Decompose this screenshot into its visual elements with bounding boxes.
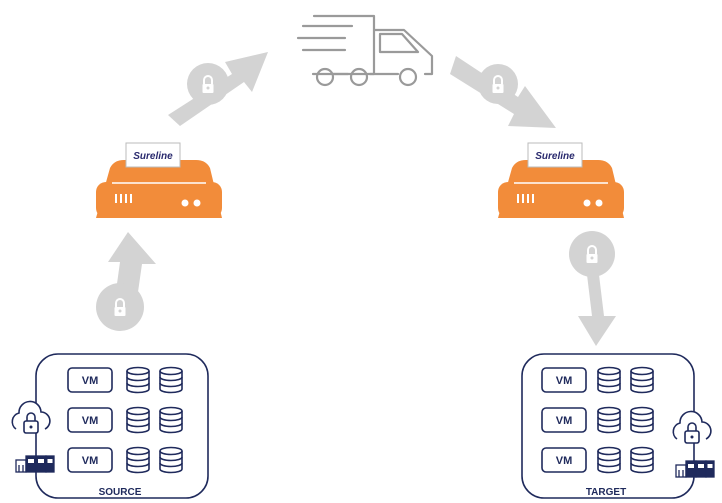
target-appliance-brand: Sureline bbox=[535, 151, 575, 162]
source-vm-3: VM bbox=[67, 447, 113, 473]
svg-text:VM: VM bbox=[556, 375, 573, 387]
arrow-to-source-appliance bbox=[96, 232, 156, 331]
svg-text:VM: VM bbox=[82, 375, 99, 387]
source-site: VM VM VM SOURCE bbox=[11, 353, 209, 499]
target-site: VM VM VM TARGET bbox=[521, 353, 715, 499]
svg-text:VM: VM bbox=[82, 455, 99, 467]
svg-text:VM: VM bbox=[82, 415, 99, 427]
arrow-from-truck bbox=[450, 56, 556, 128]
cloud-lock-icon bbox=[672, 410, 712, 444]
factory-icon bbox=[15, 455, 55, 473]
target-vm-3: VM bbox=[541, 447, 587, 473]
target-vm-1: VM bbox=[541, 367, 587, 393]
source-vm-2: VM bbox=[67, 407, 113, 433]
target-vm-2: VM bbox=[541, 407, 587, 433]
source-label: SOURCE bbox=[99, 487, 142, 498]
truck-icon bbox=[296, 14, 434, 87]
source-appliance: Sureline bbox=[96, 142, 222, 218]
cloud-lock-icon bbox=[11, 400, 51, 434]
arrow-to-truck bbox=[168, 52, 268, 126]
target-label: TARGET bbox=[586, 487, 626, 498]
source-appliance-brand: Sureline bbox=[133, 151, 173, 162]
arrow-to-target-site bbox=[569, 231, 616, 346]
target-appliance: Sureline bbox=[498, 142, 624, 218]
svg-text:VM: VM bbox=[556, 415, 573, 427]
svg-text:VM: VM bbox=[556, 455, 573, 467]
factory-icon bbox=[675, 460, 715, 478]
source-vm-1: VM bbox=[67, 367, 113, 393]
